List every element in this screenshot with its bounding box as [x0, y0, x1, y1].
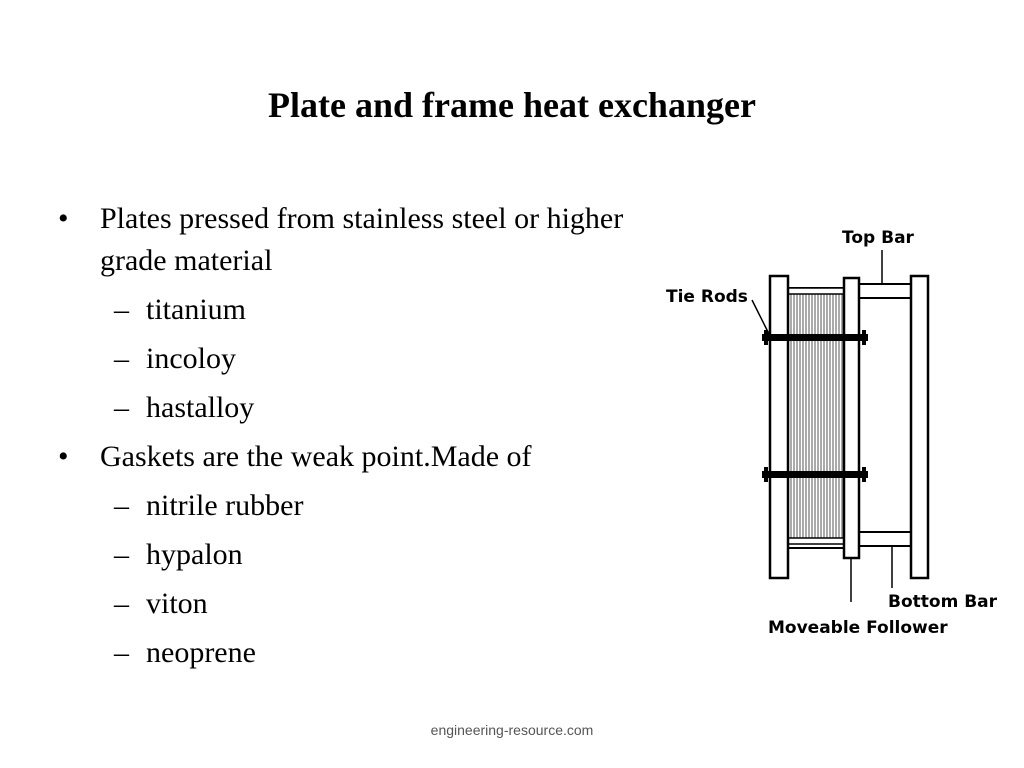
bottom-bar-shape — [858, 531, 912, 547]
sub-item-text: titanium — [146, 293, 246, 326]
bullet-list: • Plates pressed from stainless steel or… — [58, 198, 658, 681]
slide-title: Plate and frame heat exchanger — [268, 85, 756, 125]
end-support — [909, 274, 930, 580]
fixed-frame — [768, 274, 790, 580]
tie-rod-nut — [862, 330, 866, 345]
tie-rod-nut — [764, 467, 768, 482]
tie-rod-nut — [862, 467, 866, 482]
dash-marker: – — [114, 293, 129, 326]
bullet-marker: • — [58, 202, 69, 235]
top-bar-strip — [787, 287, 845, 295]
bullet-item: • Plates pressed from stainless steel or… — [58, 198, 658, 429]
sub-item: –viton — [100, 583, 658, 625]
moveable-follower-shape — [842, 276, 861, 560]
label-bottom-bar: Bottom Bar — [888, 592, 998, 612]
dash-marker: – — [114, 538, 129, 571]
dash-marker: – — [114, 342, 129, 375]
heat-exchanger-diagram: Top Bar Tie Rods Bottom Bar Moveable Fol… — [666, 228, 998, 638]
sub-item-text: incoloy — [146, 342, 236, 375]
sub-item-text: nitrile rubber — [146, 489, 304, 522]
sub-list: –titanium –incoloy –hastalloy — [100, 289, 658, 429]
sub-item-text: viton — [146, 587, 208, 620]
label-moveable-follower: Moveable Follower — [768, 618, 948, 638]
tie-rod-nut — [764, 330, 768, 345]
sub-item: –hastalloy — [100, 387, 658, 429]
sub-item: –neoprene — [100, 632, 658, 674]
dash-marker: – — [114, 587, 129, 620]
sub-item-text: neoprene — [146, 636, 256, 669]
leader-tie-rods — [751, 299, 771, 337]
sub-item-text: hypalon — [146, 538, 243, 571]
tie-rod-lower — [762, 471, 868, 478]
sub-item-text: hastalloy — [146, 391, 255, 424]
tie-rod-upper — [762, 334, 868, 341]
label-tie-rods: Tie Rods — [666, 287, 748, 307]
sub-item: –hypalon — [100, 534, 658, 576]
bullet-text: Plates pressed from stainless steel or h… — [100, 202, 624, 277]
sub-list: –nitrile rubber –hypalon –viton –neopren… — [100, 485, 658, 674]
label-top-bar: Top Bar — [842, 228, 915, 248]
dash-marker: – — [114, 391, 129, 424]
bullet-text: Gaskets are the weak point.Made of — [100, 440, 532, 473]
bullet-marker: • — [58, 440, 69, 473]
sub-item: –nitrile rubber — [100, 485, 658, 527]
sub-item: –titanium — [100, 289, 658, 331]
bullet-item: • Gaskets are the weak point.Made of –ni… — [58, 436, 658, 674]
bottom-bar-strip — [787, 537, 845, 545]
dash-marker: – — [114, 489, 129, 522]
sub-item: –incoloy — [100, 338, 658, 380]
dash-marker: – — [114, 636, 129, 669]
top-bar-shape — [858, 283, 912, 299]
footer-source: engineering-resource.com — [430, 722, 594, 738]
